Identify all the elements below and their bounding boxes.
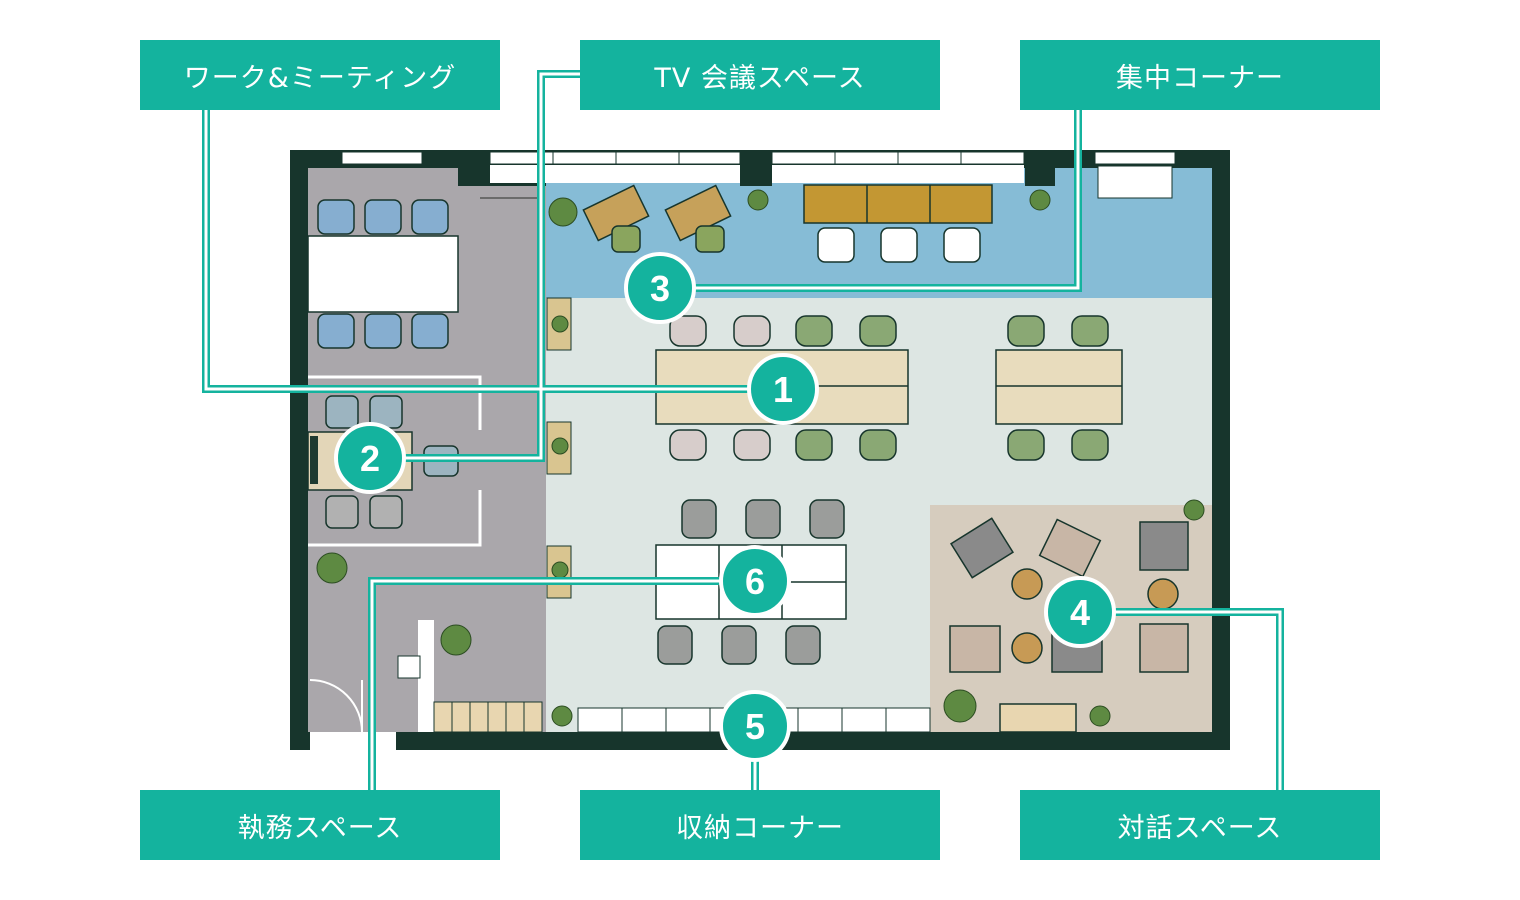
plant-icons	[316, 189, 1205, 727]
window-sill	[772, 165, 1024, 183]
marker-5-number: 5	[745, 706, 765, 747]
marker-1: 1	[747, 353, 819, 425]
label-office-work-space: 執務スペース	[140, 790, 500, 860]
marker-4: 4	[1044, 576, 1116, 648]
meeting-table-group	[307, 199, 459, 349]
label-tv-meeting-space: TV 会議スペース	[580, 40, 940, 110]
wall-pillar	[1025, 168, 1055, 186]
windows	[341, 151, 1176, 199]
work-tables	[655, 315, 1123, 461]
window-sill	[490, 165, 740, 183]
marker-5: 5	[719, 690, 791, 762]
label-focus-corner: 集中コーナー	[1020, 40, 1380, 110]
focus-desks	[582, 184, 993, 263]
partition	[418, 620, 434, 732]
wall-pillar	[740, 168, 772, 186]
label-storage-corner: 収納コーナー	[580, 790, 940, 860]
marker-3: 3	[624, 252, 696, 324]
storage-shelves-left	[433, 701, 543, 733]
marker-3-number: 3	[650, 268, 670, 309]
marker-6-number: 6	[745, 561, 765, 602]
label-dialogue-space: 対話スペース	[1020, 790, 1380, 860]
entrance	[310, 732, 396, 752]
marker-2: 2	[334, 422, 406, 494]
marker-1-number: 1	[773, 369, 793, 410]
marker-2-number: 2	[360, 438, 380, 479]
marker-6: 6	[719, 545, 791, 617]
label-work-meeting: ワーク&ミーティング	[140, 40, 500, 110]
marker-4-number: 4	[1070, 592, 1090, 633]
cabinet	[397, 655, 421, 679]
